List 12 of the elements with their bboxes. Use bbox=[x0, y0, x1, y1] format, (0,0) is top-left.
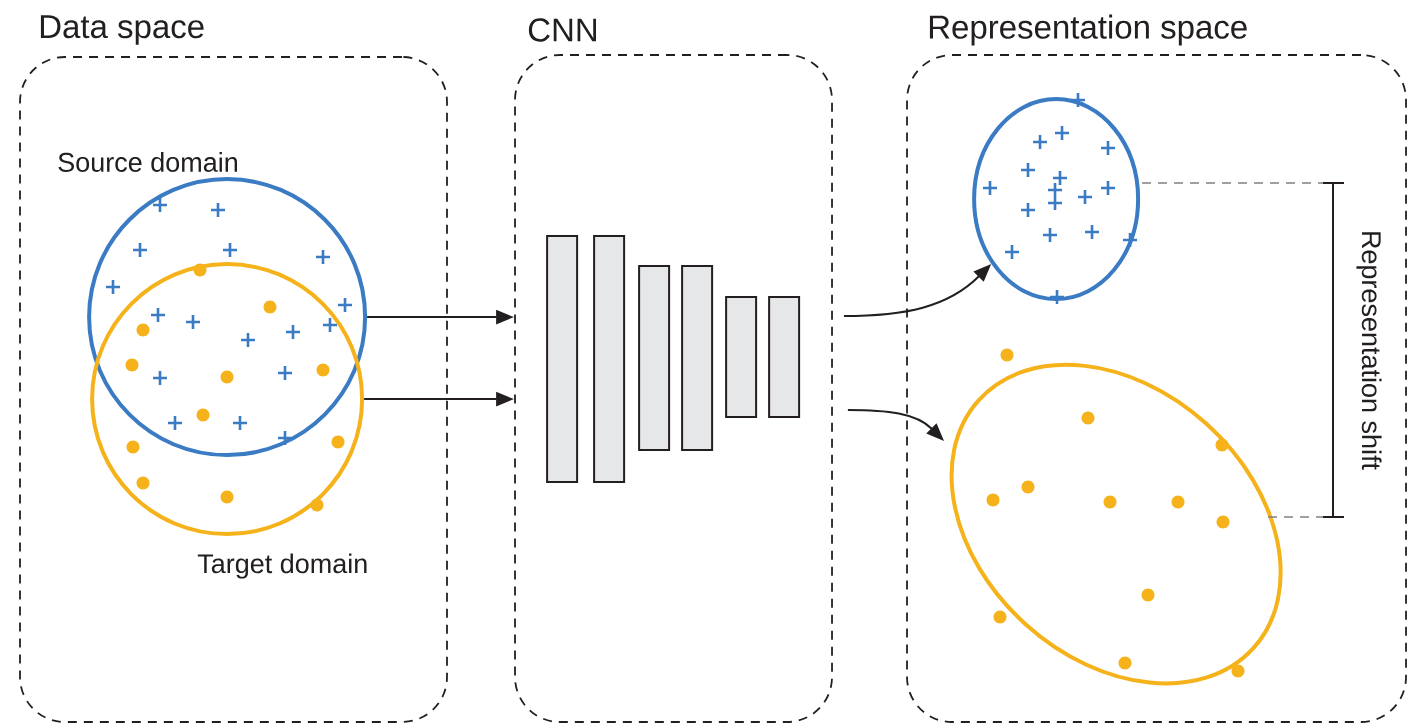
layer-bar bbox=[638, 265, 671, 452]
domain-label: Target domain bbox=[197, 553, 367, 579]
layer-bar bbox=[725, 296, 758, 419]
panel-heading: CNN bbox=[528, 18, 596, 42]
layer-bar bbox=[768, 296, 801, 419]
layer-bar bbox=[681, 265, 714, 452]
panel-heading: Data space bbox=[40, 15, 204, 45]
domain-label: Source domain bbox=[58, 152, 237, 172]
dimension-label: Representation shift bbox=[1356, 232, 1382, 470]
layer-bar bbox=[593, 235, 626, 484]
panel-heading: Representation space bbox=[929, 14, 1247, 46]
layer-bar bbox=[546, 235, 579, 484]
